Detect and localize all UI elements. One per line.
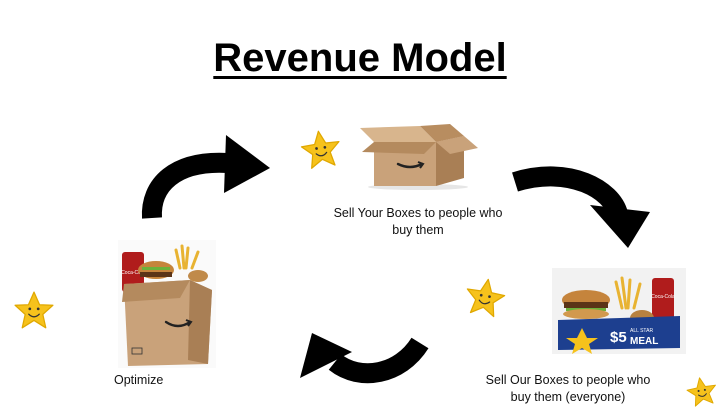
optimize-label: Optimize xyxy=(114,373,164,387)
coca-cola-text: Coca-Cola xyxy=(121,270,145,276)
curved-arrow-icon-left xyxy=(141,135,270,219)
amazon-box-icon xyxy=(354,122,482,190)
meal-line1: ALL STAR xyxy=(630,328,653,334)
meal-line2: MEAL xyxy=(630,336,658,347)
page-title: Revenue Model xyxy=(213,36,507,80)
meal-price: $5 xyxy=(610,329,627,346)
star-face-icon xyxy=(299,128,343,170)
curved-arrow-icon-bottom xyxy=(300,333,429,384)
star-face-icon xyxy=(684,374,719,408)
curved-arrow-icon-right xyxy=(512,166,650,248)
star-face-icon xyxy=(462,275,508,319)
coca-cola-text: Coca-Cola xyxy=(651,294,675,300)
star-face-icon xyxy=(14,291,54,329)
sell-your-boxes-line1: Sell Your Boxes to people who xyxy=(333,206,503,220)
meal-box-icon: Coca-Cola $5 ALL STAR MEAL xyxy=(552,268,686,354)
food-amazon-box-image: Coca-Cola xyxy=(118,240,216,368)
sell-our-boxes-label: Sell Our Boxes to people who buy them (e… xyxy=(478,372,658,406)
sell-your-boxes-line2: buy them xyxy=(392,223,444,237)
sell-our-boxes-line1: Sell Our Boxes to people who xyxy=(485,373,651,387)
sell-our-boxes-line2: buy them (everyone) xyxy=(510,390,626,404)
sell-your-boxes-label: Sell Your Boxes to people who buy them xyxy=(318,205,518,239)
